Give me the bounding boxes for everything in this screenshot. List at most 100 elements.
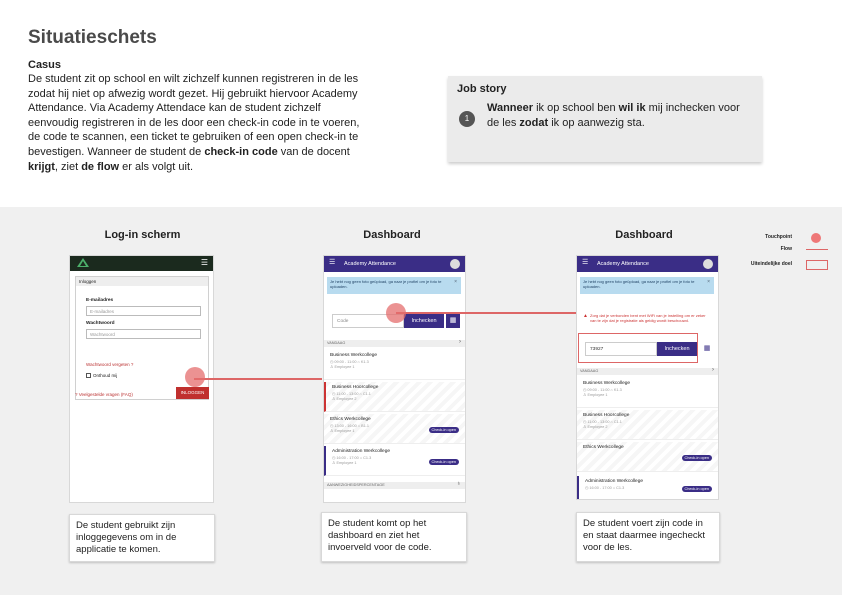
login-button[interactable]: INLOGGEN bbox=[176, 387, 209, 399]
lesson-name: Administration Werkcollege bbox=[585, 479, 644, 484]
list-item[interactable]: Business Werkcollege ◷ 09:00 - 11:00 ⌂ K… bbox=[324, 350, 465, 380]
flow-line bbox=[194, 378, 322, 380]
info-banner-text: Je hebt nog geen foto geüpload, ga naar … bbox=[583, 279, 695, 289]
lesson-meta: ◷ 13:00 - 16:00 ⌂ B1.1♙ Employee 1 bbox=[330, 424, 369, 433]
lesson-name: Business Werkcollege bbox=[330, 353, 378, 358]
casus-part: , ziet bbox=[54, 160, 82, 173]
remember-me-label: Onthoud mij bbox=[93, 373, 118, 378]
section-today-label: VANDAAG bbox=[580, 369, 599, 373]
checkbox-icon[interactable] bbox=[86, 373, 91, 379]
job-part: ik op school ben bbox=[533, 102, 619, 114]
lesson-meta: ◷ 11:00 - 13:00 ⌂ C1.1♙ Employee 2 bbox=[332, 392, 371, 401]
checkin-button[interactable]: Inchecken bbox=[404, 314, 444, 328]
section-attendance: AANWEZIGHEIDSPERCENTAGE♁ bbox=[324, 481, 465, 489]
list-item[interactable]: Ethics Werkcollege ◷ 13:00 - 16:00 ⌂ B1.… bbox=[324, 414, 465, 444]
flow-line bbox=[396, 312, 576, 314]
lesson-name: Ethics Werkcollege bbox=[583, 445, 624, 450]
hamburger-menu-icon[interactable]: ☰ bbox=[200, 258, 208, 267]
checkin-button[interactable]: Inchecken bbox=[657, 342, 697, 356]
email-label: E-mailadres bbox=[86, 298, 114, 303]
close-icon[interactable]: × bbox=[454, 279, 457, 285]
job-emphasis: wil ik bbox=[618, 102, 646, 114]
legend-goal-rect bbox=[806, 260, 828, 270]
checkin-open-badge[interactable]: Check-in open bbox=[428, 427, 459, 433]
checkin-open-badge[interactable]: Check-in open bbox=[428, 459, 459, 465]
description-dashboard-1: De student komt op het dashboard en ziet… bbox=[321, 512, 467, 562]
dashboard-screen-2: ☰ Academy Attendance Je hebt nog geen fo… bbox=[576, 255, 719, 500]
lesson-name: Administration Werkcollege bbox=[332, 449, 391, 454]
checkin-open-badge[interactable]: Check-in open bbox=[681, 486, 712, 492]
column-title-dashboard-1: Dashboard bbox=[363, 229, 421, 241]
lesson-name: Business Hoorcollege bbox=[332, 385, 379, 390]
legend-touchpoint-dot bbox=[811, 233, 821, 243]
faq-link[interactable]: ? Veelgestelde vragen (FAQ) bbox=[75, 392, 133, 397]
job-story-title: Job story bbox=[457, 83, 507, 95]
goal-highlight bbox=[578, 333, 698, 363]
casus-part: De student zit op school en wilt zichzel… bbox=[28, 73, 360, 158]
touchpoint-marker bbox=[185, 367, 205, 387]
job-part: mij inchecken voor de les bbox=[487, 102, 740, 129]
list-item[interactable]: Business Werkcollege ◷ 09:00 - 11:00 ⌂ K… bbox=[577, 378, 718, 408]
chevron-right-icon[interactable]: › bbox=[459, 339, 461, 345]
faq-label: Veelgestelde vragen (FAQ) bbox=[78, 392, 133, 397]
job-story-number: 1 bbox=[459, 111, 475, 127]
list-item[interactable]: Administration Werkcollege ◷ 16:00 - 17:… bbox=[324, 446, 465, 476]
job-part: ik op aanwezig sta. bbox=[548, 116, 645, 129]
info-banner: Je hebt nog geen foto geüpload, ga naar … bbox=[580, 277, 714, 294]
app-logo-icon bbox=[77, 258, 89, 267]
casus-text: De student zit op school en wilt zichzel… bbox=[28, 72, 363, 174]
checkin-open-badge[interactable]: Check-in open bbox=[681, 455, 712, 461]
casus-part: er als volgt uit. bbox=[119, 160, 194, 173]
legend-flow-label: Flow bbox=[780, 246, 792, 252]
password-field[interactable]: Wachtwoord bbox=[86, 329, 201, 339]
forgot-password-link[interactable]: Wachtwoord vergeten ? bbox=[86, 362, 134, 367]
code-input[interactable]: Code bbox=[332, 314, 404, 328]
code-input[interactable]: 73927 bbox=[585, 342, 657, 356]
job-story-card: Job story 1 Wanneer ik op school ben wil… bbox=[448, 76, 762, 162]
email-field[interactable]: E-mailadres bbox=[86, 306, 201, 316]
list-item[interactable]: Administration Werkcollege ◷ 16:00 - 17:… bbox=[577, 476, 718, 499]
qr-scan-icon[interactable]: ▦ bbox=[700, 342, 714, 356]
info-banner-text: Je hebt nog geen foto geüpload, ga naar … bbox=[330, 279, 442, 289]
column-title-dashboard-2: Dashboard bbox=[615, 229, 673, 241]
touchpoint-marker bbox=[386, 303, 406, 323]
lightbulb-icon: ♁ bbox=[456, 481, 462, 487]
close-icon[interactable]: × bbox=[707, 279, 710, 285]
description-login: De student gebruikt zijn inloggegevens o… bbox=[69, 514, 215, 562]
legend-goal-label: Uiteindelijke doel bbox=[750, 261, 792, 267]
list-item[interactable]: Business Hoorcollege ◷ 11:00 - 13:00 ⌂ C… bbox=[577, 410, 718, 440]
hamburger-menu-icon[interactable]: ☰ bbox=[582, 259, 589, 266]
lesson-meta: ◷ 16:00 - 17:00 ⌂ C1.3 bbox=[585, 486, 625, 490]
description-dashboard-2: De student voert zijn code in en staat d… bbox=[576, 512, 720, 562]
legend-touchpoint-label: Touchpoint bbox=[765, 234, 792, 240]
lesson-meta: ◷ 11:00 - 13:00 ⌂ C1.1♙ Employee 2 bbox=[583, 420, 622, 429]
casus-part: van de docent bbox=[277, 145, 350, 158]
wifi-warning: ▲Zorg dat je verbonden bent met WiFi van… bbox=[580, 311, 714, 325]
lesson-meta: ◷ 16:00 - 17:00 ⌂ C1.3♙ Employee 1 bbox=[332, 456, 372, 465]
avatar[interactable] bbox=[450, 259, 460, 269]
list-item[interactable]: Ethics Werkcollege Check-in open bbox=[577, 442, 718, 472]
lesson-name: Business Hoorcollege bbox=[583, 413, 630, 418]
casus-title: Casus bbox=[28, 59, 62, 71]
hamburger-menu-icon[interactable]: ☰ bbox=[329, 259, 336, 266]
dashboard-topbar: ☰ Academy Attendance bbox=[324, 256, 465, 272]
dashboard-screen-1: ☰ Academy Attendance Je hebt nog geen fo… bbox=[323, 255, 466, 503]
section-today: VANDAAG › bbox=[577, 367, 718, 375]
lesson-name: Business Werkcollege bbox=[583, 381, 631, 386]
qr-scan-icon[interactable]: ▦ bbox=[446, 314, 460, 328]
avatar[interactable] bbox=[703, 259, 713, 269]
chevron-right-icon[interactable]: › bbox=[712, 367, 714, 373]
job-story-text: Wanneer ik op school ben wil ik mij inch… bbox=[487, 101, 755, 130]
casus-emphasis: check-in code bbox=[204, 145, 278, 158]
help-icon: ? bbox=[75, 392, 78, 397]
list-item[interactable]: Business Hoorcollege ◷ 11:00 - 13:00 ⌂ C… bbox=[324, 382, 465, 412]
casus-emphasis: de flow bbox=[81, 160, 120, 173]
dashboard-topbar: ☰ Academy Attendance bbox=[577, 256, 718, 272]
remember-me-checkbox[interactable]: Onthoud mij bbox=[86, 373, 118, 379]
app-title: Academy Attendance bbox=[597, 261, 649, 267]
info-banner: Je hebt nog geen foto geüpload, ga naar … bbox=[327, 277, 461, 294]
lesson-name: Ethics Werkcollege bbox=[330, 417, 371, 422]
wifi-warning-text: Zorg dat je verbonden bent met WiFi van … bbox=[590, 313, 706, 323]
page-title: Situatieschets bbox=[28, 27, 157, 48]
